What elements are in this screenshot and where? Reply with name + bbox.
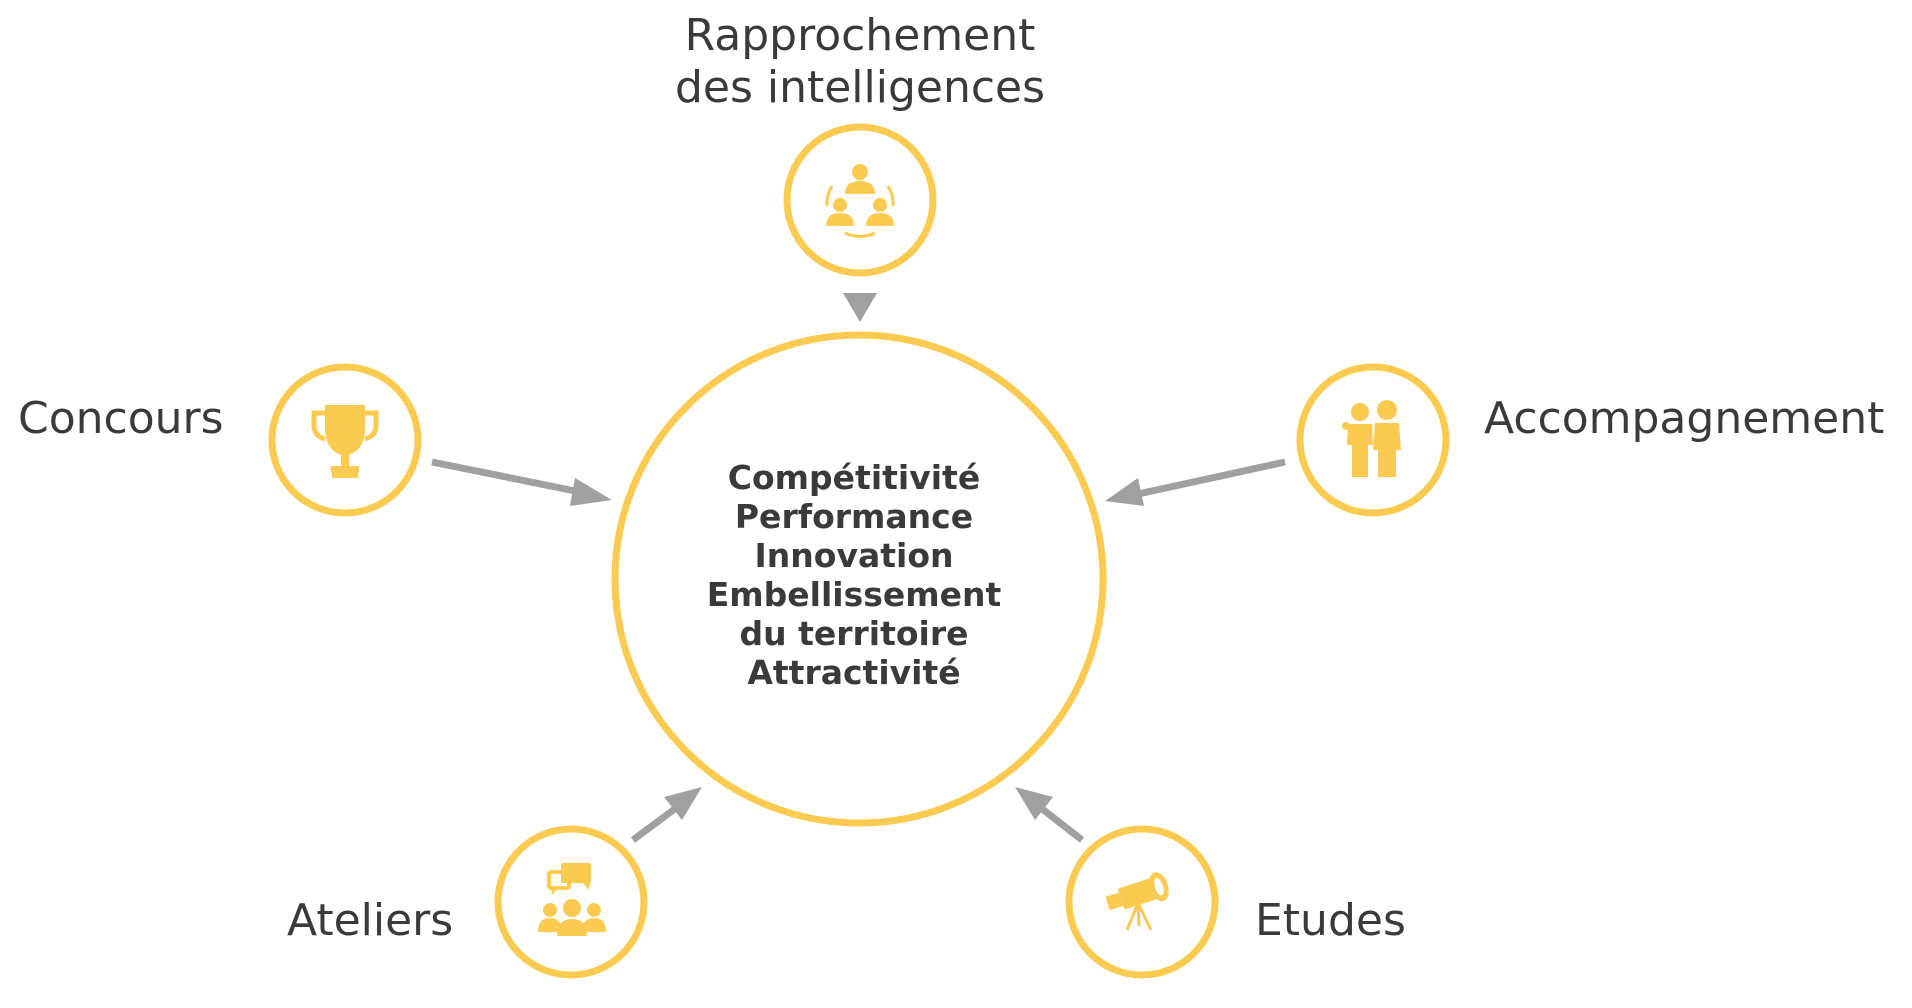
label-etudes: Etudes (1255, 895, 1406, 946)
node-ateliers (494, 825, 648, 979)
hub-line-6: Attractivité (747, 653, 961, 692)
arrow-accompagnement-to-hub (1105, 458, 1286, 506)
label-concours: Concours (18, 393, 224, 444)
arrow-concours-to-hub (431, 458, 612, 506)
hub-line-1: Compétitivité (727, 458, 981, 497)
hub-line-2: Performance (734, 497, 974, 536)
node-accompagnement (1296, 363, 1450, 517)
hub-text: Compétitivité Performance Innovation Emb… (614, 458, 1094, 692)
hub-circle (611, 331, 1107, 827)
hub-line-4: Embellissement (706, 575, 1002, 614)
arrow-etudes-to-hub (1015, 787, 1085, 843)
telescope-icon (1105, 872, 1169, 931)
node-concours (268, 363, 422, 517)
node-accompagnement-ring (1296, 363, 1450, 517)
node-rapprochement-ring (783, 123, 937, 277)
label-accompagnement: Accompagnement (1484, 393, 1885, 444)
hub-line-3: Innovation (754, 536, 954, 575)
label-rapprochement-line2: des intelligences (674, 62, 1046, 113)
group-discussion-icon (538, 863, 606, 936)
node-etudes (1065, 825, 1219, 979)
label-ateliers: Ateliers (287, 895, 454, 946)
arrow-rapprochement-to-hub (843, 293, 877, 322)
hub-line-5: du territoire (739, 614, 969, 653)
network-people-icon (825, 164, 895, 238)
label-rapprochement: Rapprochement des intelligences (610, 10, 1110, 114)
trophy-icon (311, 405, 379, 478)
two-people-icon (1342, 400, 1401, 477)
arrow-ateliers-to-hub (630, 787, 702, 843)
node-rapprochement (783, 123, 937, 277)
label-rapprochement-line1: Rapprochement (684, 10, 1036, 61)
